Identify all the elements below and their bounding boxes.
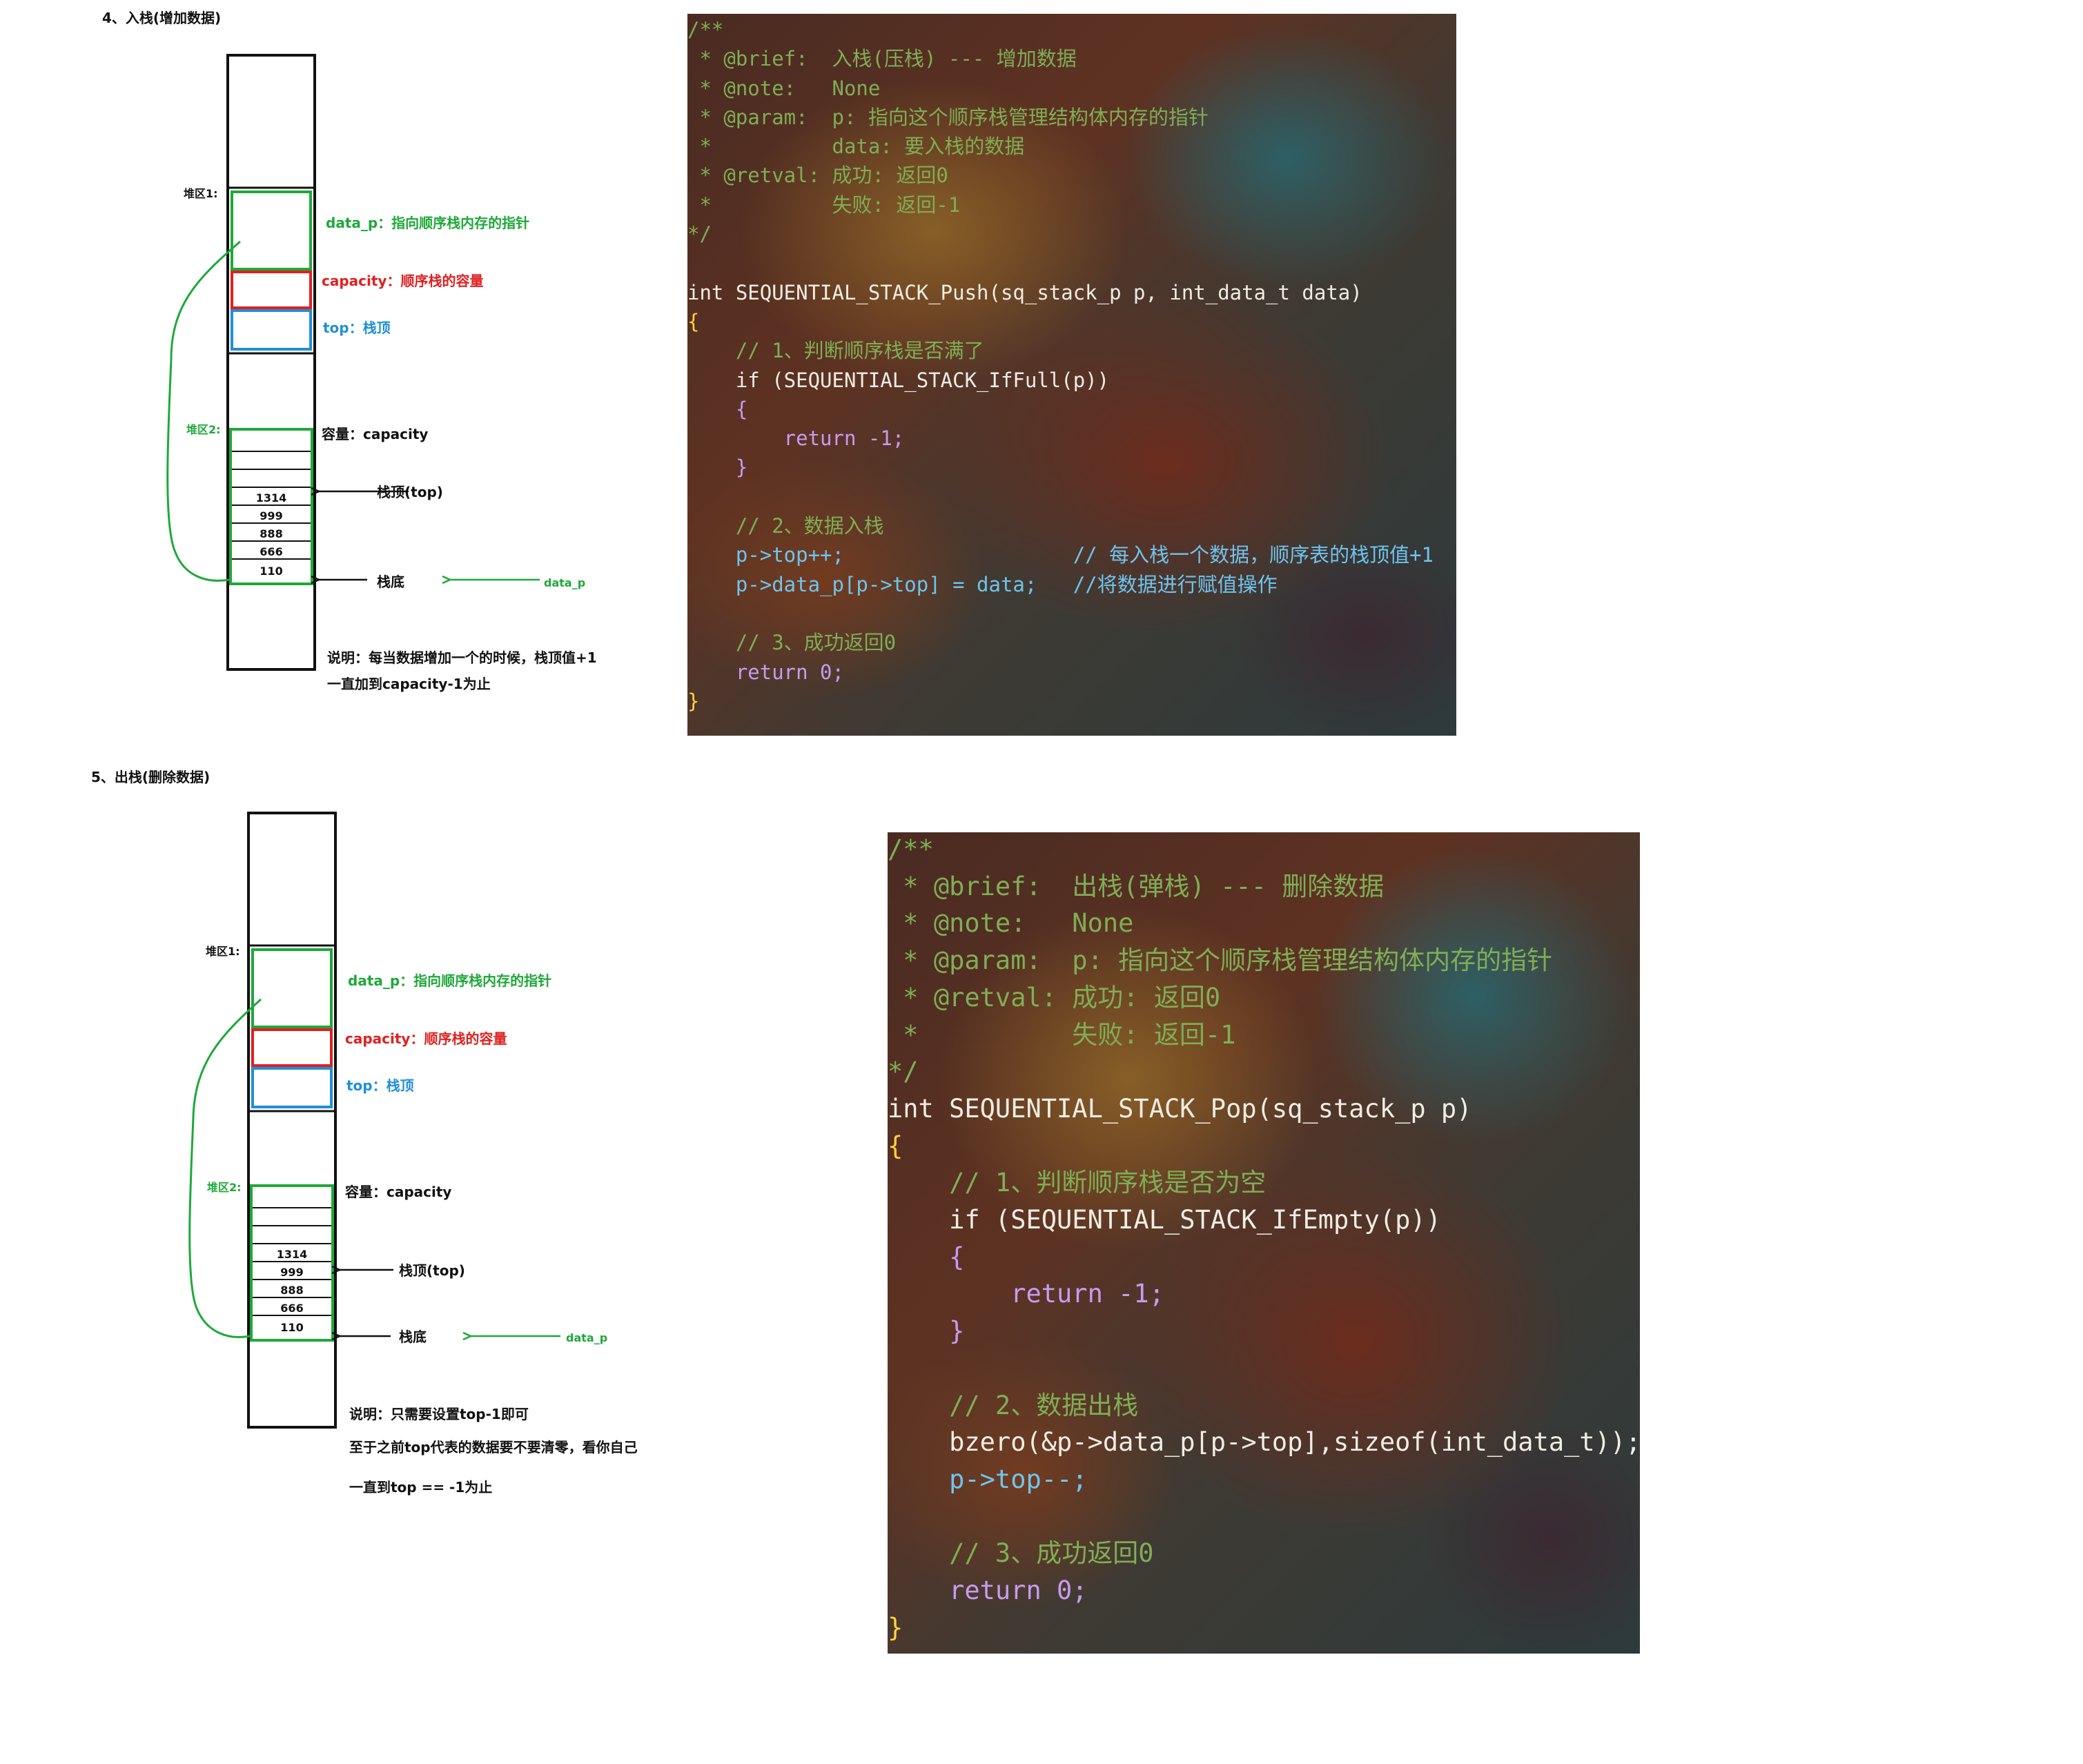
heap2-label: 堆区2:: [186, 423, 221, 436]
code-line: * 失败: 返回-1: [888, 1019, 1236, 1050]
code-line: p->top--;: [888, 1464, 1088, 1494]
code-line: // 2、数据出栈: [888, 1390, 1139, 1420]
code-line: // 1、判断顺序栈是否为空: [888, 1168, 1267, 1198]
note-line: 说明：每当数据增加一个的时候，栈顶值+1: [327, 649, 597, 666]
data-p-pointer-curve: [166, 240, 241, 582]
stack-value: 110: [280, 1321, 303, 1334]
code-line: * 失败: 返回-1: [687, 193, 961, 217]
code-line: /**: [888, 834, 934, 864]
top-label: top：栈顶: [346, 1077, 414, 1094]
data-p-label: data_p：指向顺序栈内存的指针: [326, 215, 529, 231]
volume-label: 容量：capacity: [322, 426, 428, 442]
code-line: // 1、判断顺序栈是否满了: [687, 339, 984, 363]
top-box: [251, 1067, 333, 1108]
data-p-arrow-label: data_p: [566, 1331, 607, 1344]
stack-value: 110: [260, 565, 282, 578]
code-line: }: [888, 1612, 903, 1643]
note-line: 至于之前top代表的数据要不要清零，看你自己: [349, 1439, 638, 1456]
stack-value: 999: [260, 509, 282, 522]
capacity-box: [251, 1028, 333, 1067]
top-box: [231, 309, 312, 351]
data-p-box: [251, 948, 333, 1028]
code-line: {: [687, 309, 700, 333]
code-line: // 3、成功返回0: [687, 631, 897, 655]
stack-cells: [253, 1207, 331, 1316]
code-line: return -1;: [888, 1279, 1164, 1309]
data-p-pointer-curve: [188, 998, 262, 1338]
code-line: if (SEQUENTIAL_STACK_IfEmpty(p)): [888, 1205, 1441, 1235]
code-line: // 2、数据入栈: [687, 514, 884, 538]
code-line: if (SEQUENTIAL_STACK_IfFull(p)): [687, 368, 1110, 392]
code-line: }: [888, 1316, 965, 1346]
code-line: */: [687, 222, 712, 246]
data-p-box: [231, 190, 312, 271]
code-line: return 0;: [888, 1576, 1088, 1606]
code-line: p->top++; // 每入栈一个数据，顺序表的栈顶值+1: [687, 543, 1434, 567]
stack-value: 888: [260, 527, 282, 540]
code-line: * data: 要入栈的数据: [687, 135, 1025, 159]
note-line: 一直加到capacity-1为止: [327, 676, 491, 692]
code-line: * @brief: 入栈(压栈) --- 增加数据: [687, 47, 1077, 71]
data-p-arrow-label: data_p: [544, 576, 585, 589]
code-line: }: [687, 689, 700, 713]
capacity-label: capacity：顺序栈的容量: [322, 273, 483, 289]
code-line: return -1;: [687, 427, 905, 451]
note-line: 一直到top == -1为止: [349, 1479, 492, 1496]
stack-value: 1314: [277, 1248, 308, 1261]
capacity-label: capacity：顺序栈的容量: [345, 1030, 507, 1047]
heap2-block: [250, 1184, 334, 1342]
code-line: int SEQUENTIAL_STACK_Push(sq_stack_p p, …: [687, 280, 1362, 304]
code-line: * @param: p: 指向这个顺序栈管理结构体内存的指针: [687, 105, 1209, 129]
pop-code-panel: /** * @brief: 出栈(弹栈) --- 删除数据 * @note: N…: [888, 832, 1640, 1654]
code-line: }: [687, 455, 748, 480]
top-label: top：栈顶: [323, 320, 391, 336]
code-line: // 3、成功返回0: [888, 1538, 1154, 1569]
code-line: int SEQUENTIAL_STACK_Pop(sq_stack_p p): [888, 1093, 1472, 1124]
heap1-label: 堆区1:: [206, 945, 240, 958]
bottom-arrow-label: 栈底: [377, 574, 404, 590]
stack-value: 1314: [256, 491, 287, 504]
stack-outline: [247, 812, 337, 1429]
code-line: {: [888, 1130, 903, 1161]
code-line: * @note: None: [687, 76, 881, 100]
note-line: 说明：只需要设置top-1即可: [349, 1406, 529, 1422]
code-line: bzero(&p->data_p[p->top],sizeof(int_data…: [888, 1427, 1640, 1458]
section-title-push: 4、入栈(增加数据): [102, 10, 222, 26]
stack-value: 999: [280, 1266, 303, 1279]
volume-label: 容量：capacity: [345, 1184, 451, 1200]
code-line: * @retval: 成功: 返回0: [888, 982, 1221, 1012]
top-arrow-label: 栈顶(top): [399, 1262, 465, 1279]
push-code: /** * @brief: 入栈(压栈) --- 增加数据 * @note: N…: [687, 15, 1434, 716]
code-line: return 0;: [687, 660, 844, 684]
capacity-box: [231, 271, 312, 309]
bottom-arrow-label: 栈底: [399, 1329, 427, 1345]
code-line: p->data_p[p->top] = data; //将数据进行赋值操作: [687, 572, 1278, 596]
pop-diagram: 1314 999 888 666 110 堆区1: 堆区2: data_p：指向…: [188, 812, 638, 1496]
code-line: {: [888, 1242, 965, 1272]
code-line: /**: [687, 18, 724, 41]
heap2-label: 堆区2:: [207, 1181, 242, 1194]
push-diagram: 1314 999 888 666 110 堆区1: 堆区2: data_p：指向…: [166, 54, 597, 692]
stack-value: 666: [260, 545, 282, 558]
stack-value: 888: [280, 1284, 303, 1297]
code-line: * @retval: 成功: 返回0: [687, 164, 948, 188]
push-code-panel: /** * @brief: 入栈(压栈) --- 增加数据 * @note: N…: [687, 14, 1456, 736]
heap1-label: 堆区1:: [184, 187, 218, 200]
stack-value: 666: [280, 1302, 303, 1315]
stack-cells: [232, 451, 311, 560]
heap2-block: [229, 428, 313, 585]
section-title-pop: 5、出栈(删除数据): [91, 769, 211, 785]
stack-outline: [226, 54, 316, 671]
top-arrow-label: 栈顶(top): [377, 484, 443, 500]
code-line: {: [687, 397, 748, 421]
code-line: * @param: p: 指向这个顺序栈管理结构体内存的指针: [888, 945, 1553, 976]
code-line: * @note: None: [888, 908, 1134, 939]
pop-code: /** * @brief: 出栈(弹栈) --- 删除数据 * @note: N…: [888, 832, 1640, 1646]
data-p-label: data_p：指向顺序栈内存的指针: [348, 972, 551, 989]
code-line: * @brief: 出栈(弹栈) --- 删除数据: [888, 871, 1385, 901]
code-line: */: [888, 1057, 919, 1087]
